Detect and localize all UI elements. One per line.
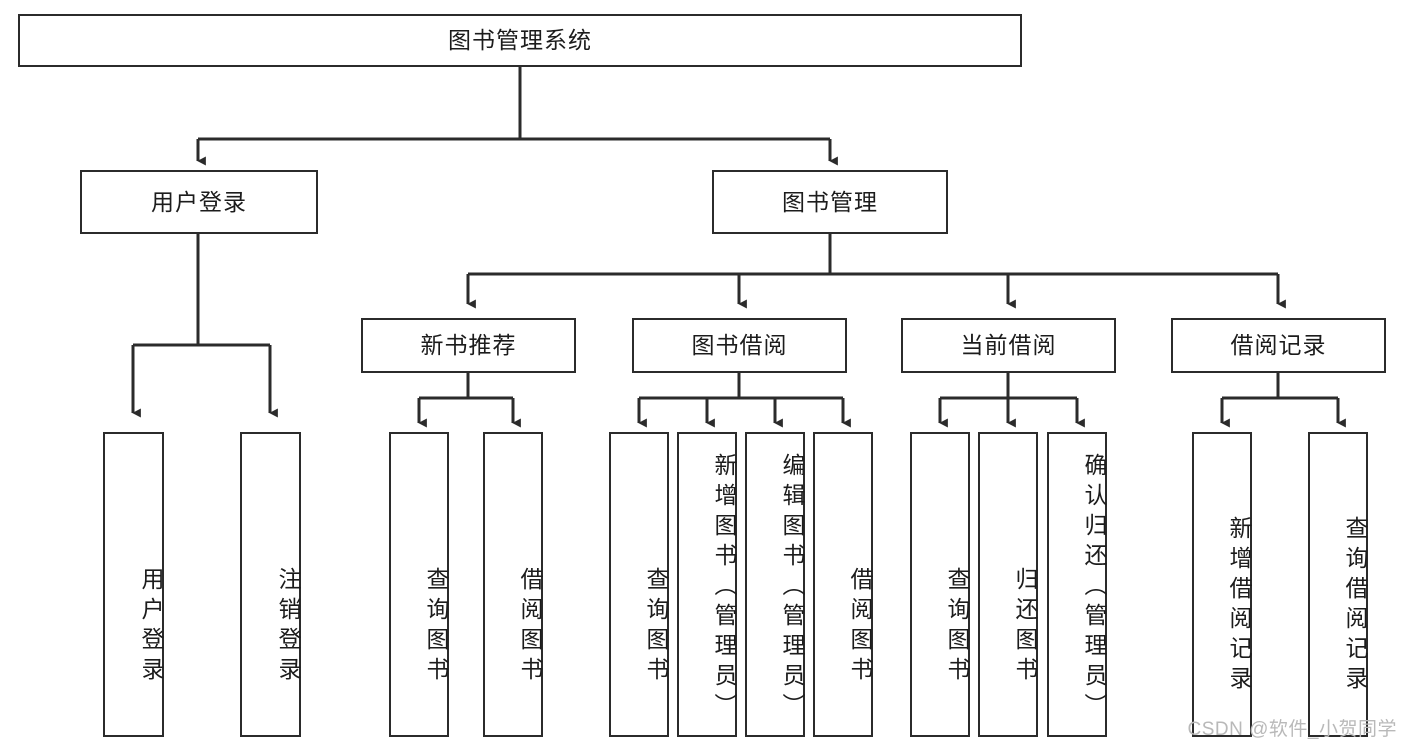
node-current-borrow-label: 当前借阅 <box>960 332 1057 358</box>
node-borrow-record-label: 借阅记录 <box>1230 332 1327 358</box>
node-leaf-user-login[interactable]: 用户登录 <box>103 432 164 737</box>
node-book-borrow-label: 图书借阅 <box>691 332 788 358</box>
node-book-management-label: 图书管理 <box>782 188 878 215</box>
node-leaf-return-book[interactable]: 归还图书 <box>978 432 1038 737</box>
node-user-login-label: 用户登录 <box>151 188 247 215</box>
node-leaf-borrow-book-1[interactable]: 借阅图书 <box>483 432 543 737</box>
node-new-book-recommend-label: 新书推荐 <box>420 332 517 358</box>
node-leaf-logout-login[interactable]: 注销登录 <box>240 432 301 737</box>
node-root-label: 图书管理系统 <box>448 27 592 53</box>
node-leaf-borrow-book-2[interactable]: 借阅图书 <box>813 432 873 737</box>
node-leaf-borrow-book-1-label: 借阅图书 <box>517 566 543 687</box>
csdn-watermark: CSDN @软件_小贺同学 <box>1187 719 1397 740</box>
node-leaf-query-book-2-label: 查询图书 <box>643 566 669 687</box>
node-current-borrow[interactable]: 当前借阅 <box>901 318 1116 373</box>
node-root[interactable]: 图书管理系统 <box>18 14 1022 67</box>
node-user-login[interactable]: 用户登录 <box>80 170 318 234</box>
node-leaf-add-record[interactable]: 新增借阅记录 <box>1192 432 1252 737</box>
node-leaf-edit-book-label: 编辑图书（管理员） <box>779 452 805 723</box>
node-leaf-query-book-1-label: 查询图书 <box>423 566 449 687</box>
node-leaf-return-book-label: 归还图书 <box>1012 566 1038 687</box>
node-book-borrow[interactable]: 图书借阅 <box>632 318 847 373</box>
node-leaf-confirm-return-label: 确认归还（管理员） <box>1081 452 1107 723</box>
node-leaf-borrow-book-2-label: 借阅图书 <box>847 566 873 687</box>
node-leaf-add-book-label: 新增图书（管理员） <box>711 452 737 723</box>
node-leaf-query-book-3[interactable]: 查询图书 <box>910 432 970 737</box>
node-new-book-recommend[interactable]: 新书推荐 <box>361 318 576 373</box>
node-leaf-add-record-label: 新增借阅记录 <box>1226 515 1252 696</box>
node-leaf-query-book-3-label: 查询图书 <box>944 566 970 687</box>
node-leaf-logout-login-label: 注销登录 <box>275 566 301 687</box>
node-leaf-query-book-2[interactable]: 查询图书 <box>609 432 669 737</box>
node-borrow-record[interactable]: 借阅记录 <box>1171 318 1386 373</box>
node-leaf-add-book[interactable]: 新增图书（管理员） <box>677 432 737 737</box>
node-book-management[interactable]: 图书管理 <box>712 170 948 234</box>
node-leaf-query-book-1[interactable]: 查询图书 <box>389 432 449 737</box>
node-leaf-query-record[interactable]: 查询借阅记录 <box>1308 432 1368 737</box>
node-leaf-confirm-return[interactable]: 确认归还（管理员） <box>1047 432 1107 737</box>
node-leaf-edit-book[interactable]: 编辑图书（管理员） <box>745 432 805 737</box>
node-leaf-user-login-label: 用户登录 <box>138 566 164 687</box>
node-leaf-query-record-label: 查询借阅记录 <box>1342 515 1368 696</box>
